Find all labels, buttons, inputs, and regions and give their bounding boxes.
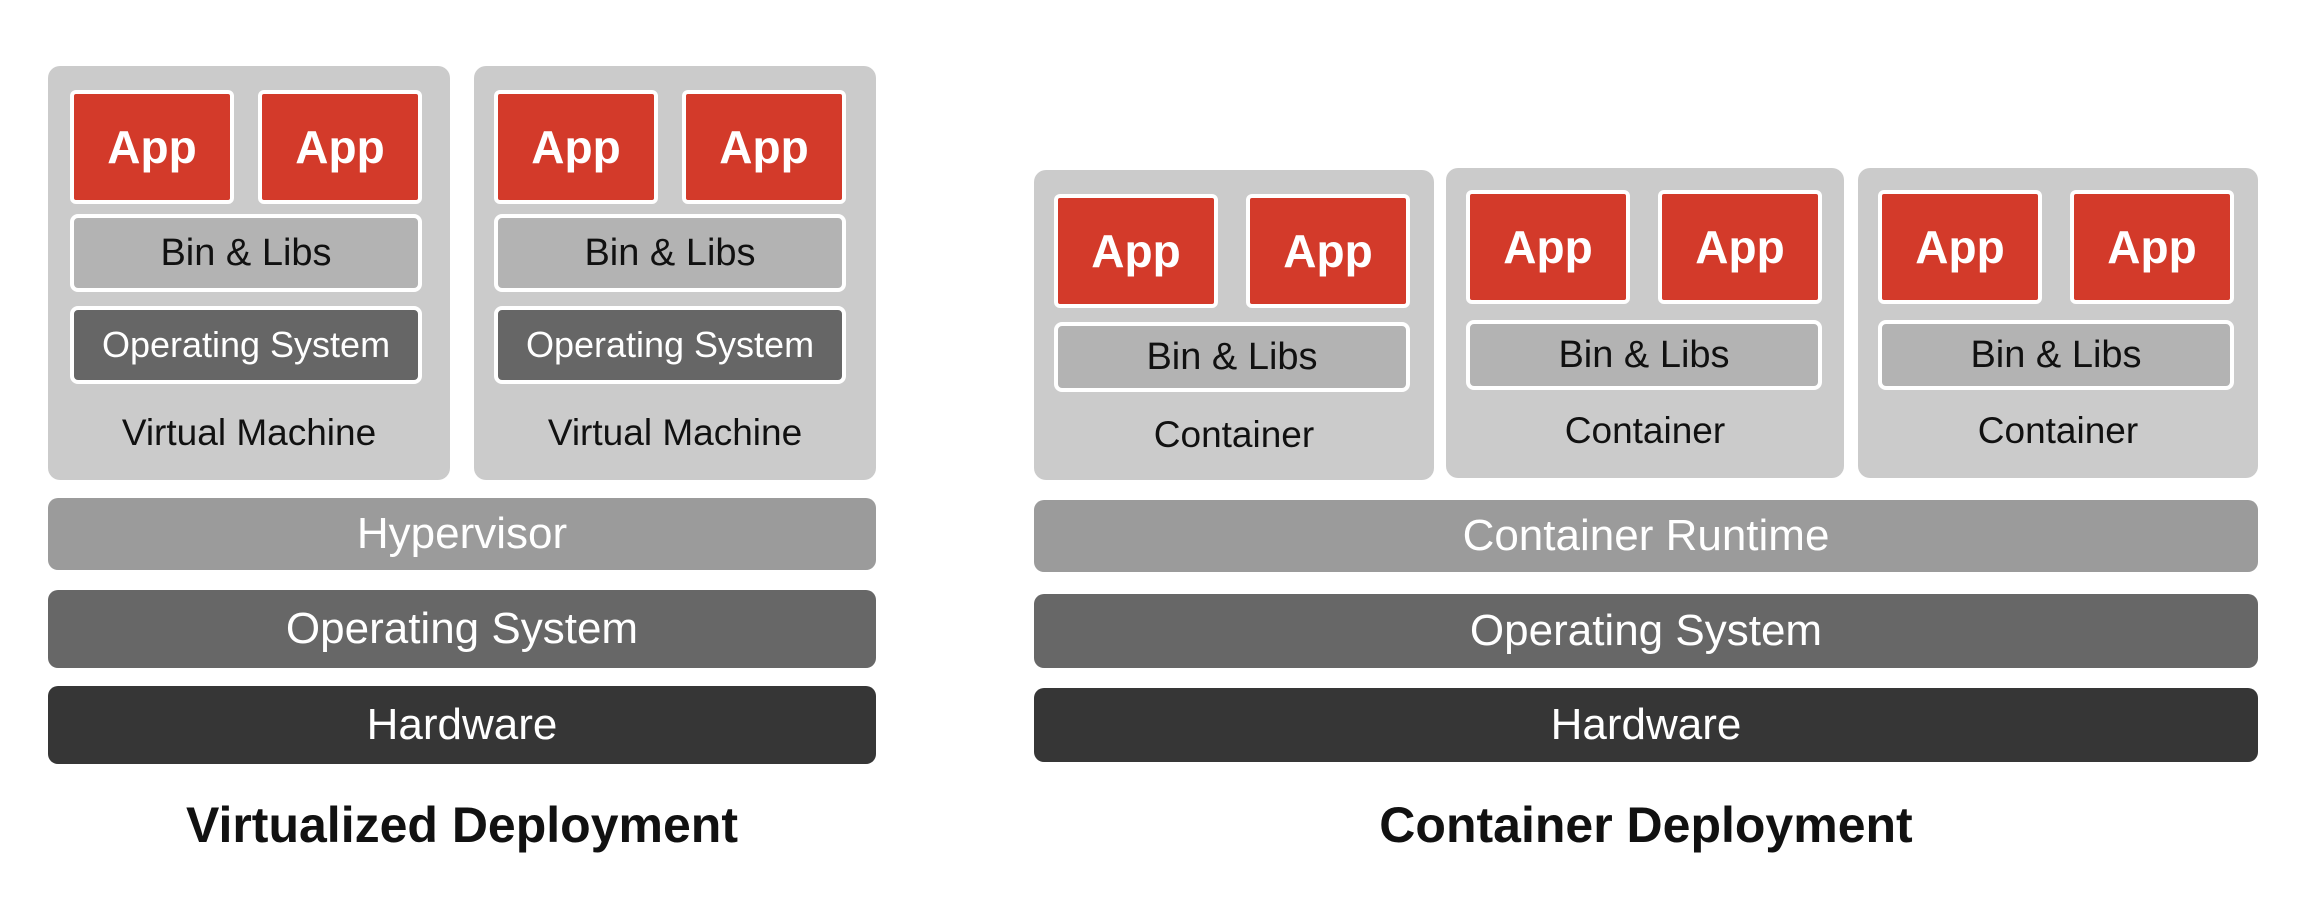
container-label: Container [1977,410,2139,451]
app-block: App [1878,190,2042,304]
guest-os-block: Operating System [70,306,422,384]
guest-os-block: Operating System [494,306,846,384]
app-block: App [2070,190,2234,304]
host-os-layer: Operating System [48,590,876,668]
host-os-layer: Operating System [1034,594,2258,668]
app-block: App [1054,194,1218,308]
app-block: App [70,90,234,204]
hardware-layer: Hardware [48,686,876,764]
container-deployment-title: Container Deployment [1379,797,1913,853]
hardware-layer: Hardware [1034,688,2258,762]
bin-libs-block: Bin & Libs [1466,320,1822,390]
bin-libs-block: Bin & Libs [494,214,846,292]
app-block: App [682,90,846,204]
container-label: Container [1564,410,1726,451]
container-1: App App Bin & Libs Container [1034,170,1434,480]
bin-libs-block: Bin & Libs [70,214,422,292]
app-block: App [494,90,658,204]
vm-label: Virtual Machine [547,412,803,453]
app-block: App [258,90,422,204]
app-block: App [1246,194,1410,308]
app-block: App [1658,190,1822,304]
vm-label: Virtual Machine [121,412,377,453]
virtual-machine-2: App App Bin & Libs Operating System Virt… [474,66,876,480]
container-label: Container [1153,414,1315,455]
bin-libs-block: Bin & Libs [1878,320,2234,390]
virtualized-deployment-title: Virtualized Deployment [186,797,738,853]
virtual-machine-1: App App Bin & Libs Operating System Virt… [48,66,450,480]
container-3: App App Bin & Libs Container [1858,168,2258,478]
app-block: App [1466,190,1630,304]
container-runtime-layer: Container Runtime [1034,500,2258,572]
container-2: App App Bin & Libs Container [1446,168,1844,478]
hypervisor-layer: Hypervisor [48,498,876,570]
bin-libs-block: Bin & Libs [1054,322,1410,392]
